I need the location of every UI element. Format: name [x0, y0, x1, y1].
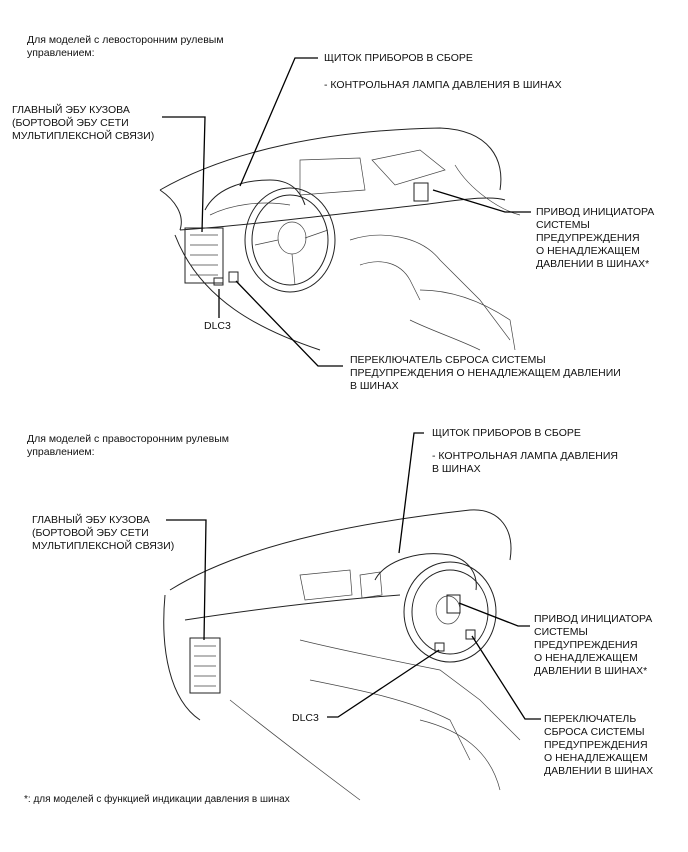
lhd-dashboard-drawing [159, 127, 521, 351]
lhd-dlc3-label: DLC3 [204, 320, 231, 332]
rhd-main-body-ecu-label: ГЛАВНЫЙ ЭБУ КУЗОВА (БОРТОВОЙ ЭБУ СЕТИ МУ… [32, 514, 175, 552]
lhd-tpms-lamp-label: - КОНТРОЛЬНАЯ ЛАМПА ДАВЛЕНИЯ В ШИНАХ [324, 79, 562, 91]
rhd-leader-lines [166, 432, 541, 720]
rhd-tpms-lamp-label: - КОНТРОЛЬНАЯ ЛАМПА ДАВЛЕНИЯ В ШИНАХ [432, 450, 618, 475]
rhd-reset-switch-label: ПЕРЕКЛЮЧАТЕЛЬ СБРОСА СИСТЕМЫ ПРЕДУПРЕЖДЕ… [544, 713, 654, 777]
footnote: *: для моделей с функцией индикации давл… [24, 794, 290, 805]
lhd-heading: Для моделей с левосторонним рулевым упра… [27, 34, 224, 59]
rhd-initiator-drive-label: ПРИВОД ИНИЦИАТОРА СИСТЕМЫ ПРЕДУПРЕЖДЕНИЯ… [534, 613, 653, 677]
lhd-leader-lines [162, 57, 531, 367]
lhd-combination-meter-label: ЩИТОК ПРИБОРОВ В СБОРЕ [324, 52, 473, 64]
rhd-heading: Для моделей с правосторонним рулевым упр… [27, 433, 229, 458]
rhd-dlc3-label: DLC3 [292, 712, 319, 724]
lhd-initiator-drive-label: ПРИВОД ИНИЦИАТОРА СИСТЕМЫ ПРЕДУПРЕЖДЕНИЯ… [536, 206, 655, 270]
lhd-reset-switch-label: ПЕРЕКЛЮЧАТЕЛЬ СБРОСА СИСТЕМЫ ПРЕДУПРЕЖДЕ… [350, 354, 621, 392]
rhd-combination-meter-label: ЩИТОК ПРИБОРОВ В СБОРЕ [432, 427, 581, 439]
lhd-main-body-ecu-label: ГЛАВНЫЙ ЭБУ КУЗОВА (БОРТОВОЙ ЭБУ СЕТИ МУ… [12, 104, 155, 142]
rhd-dashboard-drawing [163, 509, 521, 801]
